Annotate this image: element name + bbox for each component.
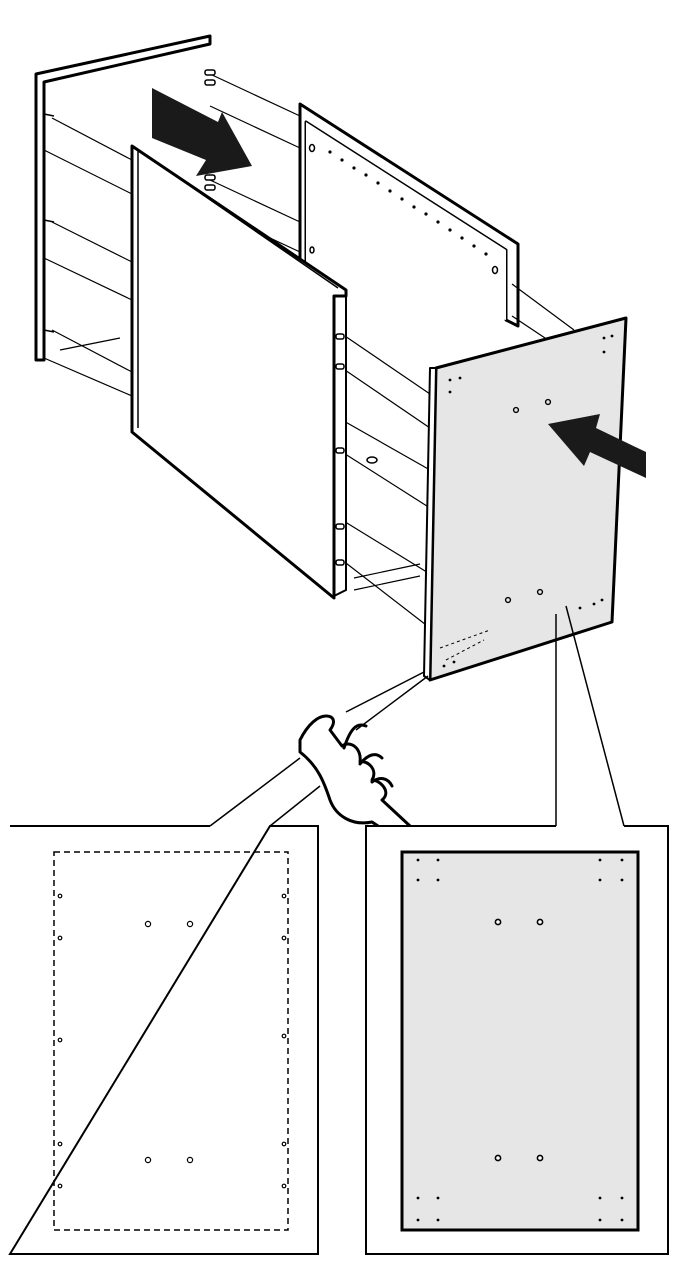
callout-leader-lines	[209, 605, 625, 827]
back-panel-large-holes	[308, 143, 499, 275]
inner-face-holes	[57, 893, 287, 1189]
middle-panel	[130, 144, 348, 600]
outer-face-corner-holes	[416, 858, 624, 1222]
arrow-icon	[548, 414, 646, 478]
arrow-icon	[152, 88, 252, 176]
pointing-hand-icon	[298, 714, 413, 841]
front-panel-hidden-edges	[439, 629, 491, 661]
outer-face-hole-pattern	[365, 825, 669, 1255]
middle-panel-edge	[333, 295, 378, 598]
alignment-lines-left	[43, 73, 301, 397]
front-panel-dowel-holes	[504, 398, 552, 604]
back-panel-hole-row	[328, 150, 488, 256]
dowel-marks-upper	[204, 69, 216, 191]
front-panel-holes	[442, 334, 614, 668]
inner-face-hole-pattern	[8, 825, 319, 1255]
left-side-panel	[34, 34, 212, 362]
front-panel	[423, 316, 628, 682]
outer-face-dowel-holes	[494, 918, 544, 1162]
